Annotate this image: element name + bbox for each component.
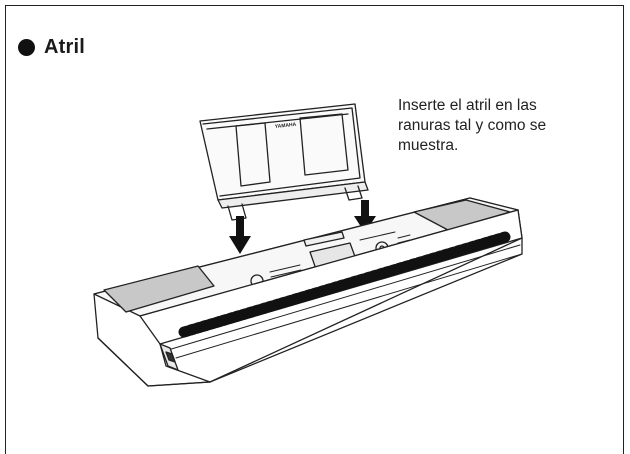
- caption-line: Inserte el atril en las: [398, 97, 537, 114]
- caption-line: muestra.: [398, 137, 459, 154]
- brand-mark: YAMAHA: [275, 122, 297, 130]
- bullet-icon: [18, 39, 35, 56]
- keyboard-icon: [93, 197, 523, 387]
- section-heading: Atril: [18, 36, 85, 59]
- caption-line: ranuras tal y como se: [398, 117, 547, 134]
- instruction-caption: Inserte el atril en las ranuras tal y co…: [398, 96, 618, 156]
- music-stand-icon: YAMAHA: [199, 103, 369, 221]
- section-title: Atril: [44, 36, 85, 58]
- page-frame: [5, 5, 624, 454]
- keyboard-illustration: YAMAHA: [93, 103, 523, 387]
